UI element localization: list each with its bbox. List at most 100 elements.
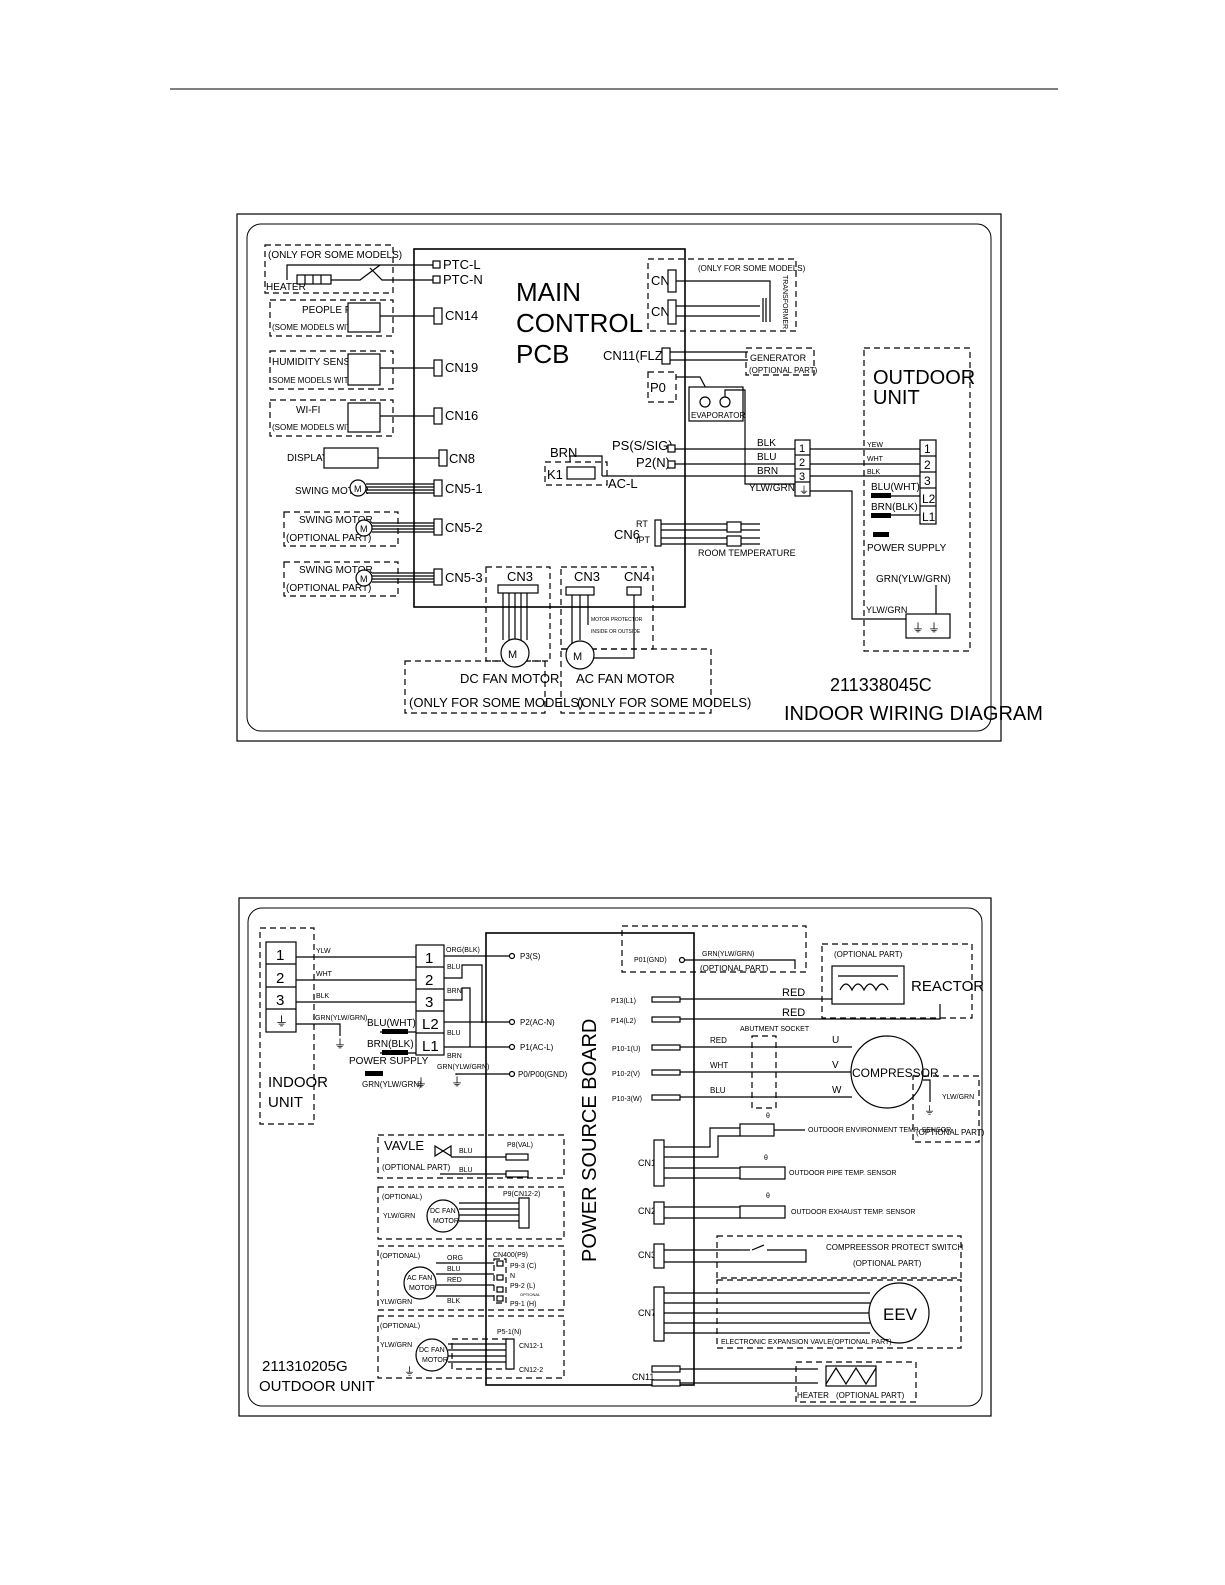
p10-3-label: P10-3(W) bbox=[612, 1096, 642, 1103]
blu-wht: BLU(WHT) bbox=[367, 1018, 416, 1029]
vavle-label: VAVLE bbox=[384, 1138, 424, 1153]
indoor-unit-label-1: INDOOR bbox=[268, 1074, 328, 1091]
p2-label: P2(AC-N) bbox=[520, 1018, 555, 1027]
o-term-l1: L1 bbox=[922, 510, 936, 524]
svg-text:M: M bbox=[354, 484, 362, 494]
outdoor-label-2: UNIT bbox=[873, 387, 920, 409]
dc-fan-label: DC FAN MOTOR bbox=[460, 671, 559, 686]
compressor-switch-box bbox=[716, 1235, 962, 1279]
p8-label: P8(VAL) bbox=[507, 1142, 533, 1149]
generator-box bbox=[745, 347, 815, 376]
v-label: V bbox=[832, 1060, 839, 1071]
cn14-label: CN14 bbox=[445, 308, 478, 323]
swing-motor-3: SWING MOTOR bbox=[299, 565, 373, 576]
w-grn2: GRN(YLW/GRN) bbox=[437, 1064, 489, 1071]
theta2: θ bbox=[764, 1155, 768, 1162]
w-brn2: BRN bbox=[447, 1053, 462, 1060]
p01-wire: GRN(YLW/GRN) bbox=[702, 951, 754, 958]
outdoor-code: 211310205G bbox=[262, 1358, 348, 1375]
w-label: W bbox=[832, 1085, 842, 1096]
p5-label: P5-1(N) bbox=[497, 1329, 522, 1336]
k1-label: K1 bbox=[547, 467, 563, 482]
outdoor-terminal-block bbox=[919, 439, 937, 525]
humidity-label: HUMIDITY SENSOR bbox=[272, 357, 365, 368]
indoor-term-2: 2 bbox=[276, 970, 284, 987]
vavle-box bbox=[377, 1134, 565, 1179]
svg-text:⏚: ⏚ bbox=[404, 1365, 415, 1378]
ac-l-label: AC-L bbox=[608, 476, 638, 491]
p2-label: P2(N) bbox=[636, 455, 670, 470]
w-blu: BLU bbox=[447, 964, 461, 971]
wire-blk: BLK bbox=[757, 438, 776, 449]
svg-text:⏚: ⏚ bbox=[924, 1104, 935, 1117]
dc2-motor-label: MOTOR bbox=[422, 1357, 448, 1364]
svg-text:M: M bbox=[360, 574, 368, 584]
dc-fan-1-box bbox=[377, 1186, 565, 1240]
svg-text:⏚: ⏚ bbox=[912, 621, 924, 635]
indoor-term-3: 3 bbox=[276, 992, 284, 1009]
dc2-fan-label: DC FAN bbox=[419, 1347, 445, 1354]
cn5-1-label: CN5-1 bbox=[445, 481, 483, 496]
u-label: U bbox=[832, 1035, 839, 1046]
outdoor-label-1: OUTDOOR bbox=[873, 367, 975, 389]
display-label: DISPLAY bbox=[287, 453, 329, 464]
cn11-label: CN11 bbox=[632, 1372, 654, 1382]
cn12-2-label: CN12-2 bbox=[519, 1367, 543, 1374]
b-term-2: 2 bbox=[425, 972, 433, 989]
swing-motor-2: SWING MOTOR bbox=[299, 515, 373, 526]
room-temp-label: ROOM TEMPERATURE bbox=[698, 548, 796, 558]
pcb-label-3: PCB bbox=[516, 339, 569, 369]
dc-fan-note: (ONLY FOR SOME MODELS) bbox=[409, 695, 583, 710]
compressor-label: COMPRESSOR bbox=[852, 1066, 939, 1080]
dc-fan-2-box bbox=[377, 1315, 565, 1379]
theta3: θ bbox=[766, 1193, 770, 1200]
ac-blu: BLU bbox=[447, 1266, 461, 1273]
o-wht: WHT bbox=[867, 456, 884, 463]
o-term-3: 3 bbox=[924, 474, 931, 488]
cn3b-label: CN3 bbox=[574, 569, 600, 584]
ac-fan-box bbox=[377, 1245, 565, 1311]
heater-note: (ONLY FOR SOME MODELS) bbox=[268, 250, 402, 261]
o-yew: YEW bbox=[867, 442, 883, 449]
o-term-1: 1 bbox=[924, 442, 931, 456]
c-opt: (OPTIONAL PART) bbox=[916, 1128, 985, 1137]
v-blu1: BLU bbox=[459, 1148, 473, 1155]
ac-ylwgrn: YLW/GRN bbox=[380, 1299, 412, 1306]
indoor-frame bbox=[236, 213, 1002, 742]
eev bbox=[868, 1282, 930, 1344]
c-wht: WHT bbox=[710, 1061, 728, 1070]
p0-label: P0/P00(GND) bbox=[518, 1070, 568, 1079]
theta1: θ bbox=[766, 1113, 770, 1120]
power-source-board bbox=[485, 932, 695, 1386]
grn-ylwgrn: GRN(YLW/GRN) bbox=[362, 1080, 422, 1089]
reactor-box bbox=[821, 943, 973, 1019]
p14-label: P14(L2) bbox=[611, 1018, 636, 1025]
v-blu2: BLU bbox=[459, 1167, 473, 1174]
rt-label: RT bbox=[636, 519, 648, 529]
dc-fan-box bbox=[404, 660, 546, 714]
heater-box bbox=[264, 244, 394, 294]
o-ylwgrn: YLW/GRN bbox=[866, 605, 907, 615]
people-feel-label: PEOPLE FEEL bbox=[302, 305, 370, 316]
cn5-3-label: CN5-3 bbox=[445, 570, 483, 585]
outdoor-heater-box bbox=[795, 1361, 917, 1403]
heater-label: HEATER bbox=[797, 1391, 829, 1400]
ac-motor-label: MOTOR bbox=[409, 1285, 435, 1292]
outdoor-wiring-diagram: POWER SOURCE BOARD 1 2 3 ⏚ INDOOR UNIT Y… bbox=[238, 897, 992, 1417]
dc2-ylwgrn: YLW/GRN bbox=[380, 1342, 412, 1349]
indoor-unit-box bbox=[259, 927, 315, 1125]
dc2-opt: (OPTIONAL) bbox=[380, 1323, 420, 1330]
cn6-label: CN6 bbox=[614, 527, 640, 542]
pcb-label-1: MAIN bbox=[516, 277, 581, 307]
cn5-2-label: CN5-2 bbox=[445, 520, 483, 535]
k1-box bbox=[544, 461, 608, 486]
cn8-label: CN8 bbox=[449, 451, 475, 466]
c-ylwgrn: YLW/GRN bbox=[942, 1094, 974, 1101]
p9-1-label: P9-1 (H) bbox=[510, 1301, 536, 1308]
wifi-box bbox=[269, 399, 394, 437]
people-feel-box bbox=[269, 299, 394, 337]
transformer-box bbox=[647, 258, 797, 332]
cn1-label: CN1 bbox=[638, 1158, 656, 1168]
indoor-inner-frame bbox=[246, 223, 992, 732]
env-sensor: OUTDOOR ENVIRONMENT TEMP. SENSOR bbox=[808, 1127, 951, 1134]
